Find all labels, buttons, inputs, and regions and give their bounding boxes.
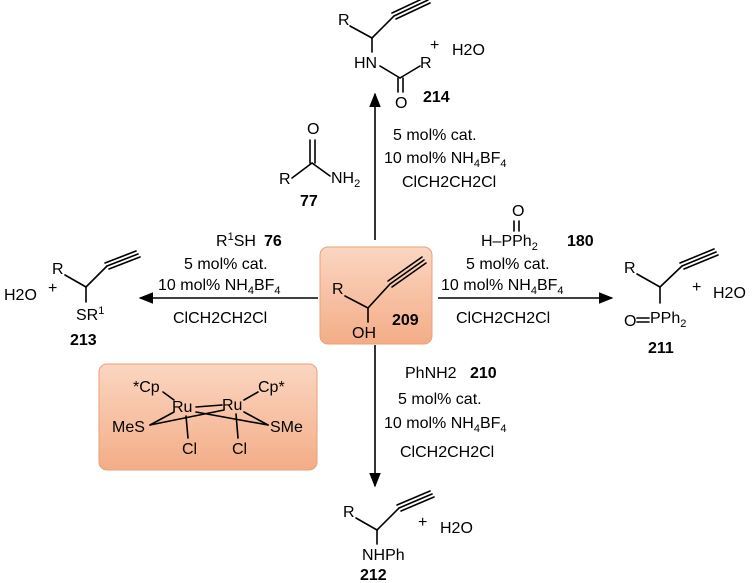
- top-product-r1: R: [338, 12, 350, 29]
- right-product-211: R O PPh2 + H2O 211: [624, 248, 746, 357]
- left-reagent-76: R1SH 76: [216, 231, 282, 250]
- center-r: R: [332, 281, 344, 298]
- left-product-label: 213: [70, 332, 97, 349]
- right-reagent-o: O: [512, 203, 524, 220]
- bottom-product-n: NHPh: [362, 547, 405, 564]
- left-cond3: ClCH2CH2Cl: [173, 310, 267, 327]
- right-product-r: R: [624, 260, 636, 277]
- bottom-plus: +: [418, 514, 427, 531]
- catalyst-ru2: Ru: [222, 397, 242, 414]
- catalyst-mes: MeS: [112, 419, 145, 436]
- right-water: H2O: [713, 285, 746, 302]
- bottom-product-r: R: [343, 504, 355, 521]
- left-product-213: R SR1 H2O + 213: [4, 250, 141, 349]
- bottom-product-212: R NHPh + H2O 212: [343, 490, 473, 583]
- top-conditions: 5 mol% cat. 10 mol% NH4BF4 ClCH2CH2Cl: [384, 127, 507, 191]
- top-product-hn: HN: [354, 55, 377, 72]
- center-label: 209: [392, 312, 419, 329]
- right-product-label: 211: [648, 340, 674, 357]
- bottom-cond2: 10 mol% NH4BF4: [384, 415, 507, 435]
- bottom-product-label: 212: [360, 567, 387, 583]
- right-reagent: H–PPh2: [481, 233, 538, 253]
- left-reagent: R1SH: [216, 231, 256, 250]
- bottom-conditions: PhNH2 210 5 mol% cat. 10 mol% NH4BF4 ClC…: [384, 365, 507, 461]
- left-reagent-label: 76: [264, 233, 282, 250]
- bottom-cond3: ClCH2CH2Cl: [400, 444, 494, 461]
- catalyst-sme: SMe: [270, 419, 303, 436]
- catalyst-cp-right: Cp*: [258, 379, 285, 396]
- left-product-s: SR1: [76, 305, 104, 324]
- right-cond3: ClCH2CH2Cl: [456, 310, 550, 327]
- right-product-p: PPh2: [650, 310, 686, 330]
- left-product-r: R: [52, 261, 64, 278]
- bottom-reagent: PhNH2: [405, 365, 457, 382]
- right-product-o: O: [624, 313, 636, 330]
- right-plus: +: [692, 279, 701, 296]
- bottom-reagent-label: 210: [470, 365, 497, 382]
- left-plus: +: [48, 280, 57, 297]
- left-conditions: 5 mol% cat. 10 mol% NH4BF4 ClCH2CH2Cl: [158, 256, 281, 327]
- top-reagent-label: 77: [300, 193, 318, 210]
- top-plus: +: [430, 37, 439, 54]
- top-product-label: 214: [423, 89, 450, 106]
- left-cond1: 5 mol% cat.: [184, 256, 268, 273]
- catalyst-cl1: Cl: [182, 441, 197, 458]
- top-reagent-r: R: [279, 171, 291, 188]
- catalyst-cl2: Cl: [232, 441, 247, 458]
- right-reagent-label: 180: [567, 233, 594, 250]
- left-water: H2O: [4, 287, 37, 304]
- top-reagent-o: O: [307, 121, 319, 138]
- catalyst-highlight-box: [98, 363, 318, 471]
- top-product-214: R HN O R + H2O 214: [338, 0, 485, 112]
- right-cond1: 5 mol% cat.: [466, 256, 550, 273]
- center-highlight-box: [319, 246, 433, 345]
- top-water: H2O: [452, 42, 485, 59]
- top-reagent-nh2: NH2: [331, 170, 360, 190]
- center-compound-209: R OH 209: [319, 246, 433, 345]
- top-reagent-77: O R NH2 77: [279, 121, 360, 210]
- bottom-cond1: 5 mol% cat.: [398, 391, 482, 408]
- right-conditions: 5 mol% cat. 10 mol% NH4BF4 ClCH2CH2Cl: [441, 256, 564, 327]
- catalyst-cp-left: *Cp: [133, 379, 160, 396]
- center-oh: OH: [352, 325, 376, 342]
- left-cond2: 10 mol% NH4BF4: [158, 277, 281, 297]
- catalyst-ru1: Ru: [172, 399, 192, 416]
- right-reagent-180: O H–PPh2 180: [481, 203, 594, 253]
- top-product-o: O: [395, 95, 407, 112]
- right-cond2: 10 mol% NH4BF4: [441, 277, 564, 297]
- catalyst-structure: *Cp Cp* Ru Ru MeS SMe Cl Cl: [98, 363, 318, 471]
- top-product-r2: R: [420, 55, 432, 72]
- top-cond1: 5 mol% cat.: [393, 127, 477, 144]
- top-cond2: 10 mol% NH4BF4: [384, 150, 507, 170]
- bottom-water: H2O: [440, 520, 473, 537]
- top-cond3: ClCH2CH2Cl: [402, 174, 496, 191]
